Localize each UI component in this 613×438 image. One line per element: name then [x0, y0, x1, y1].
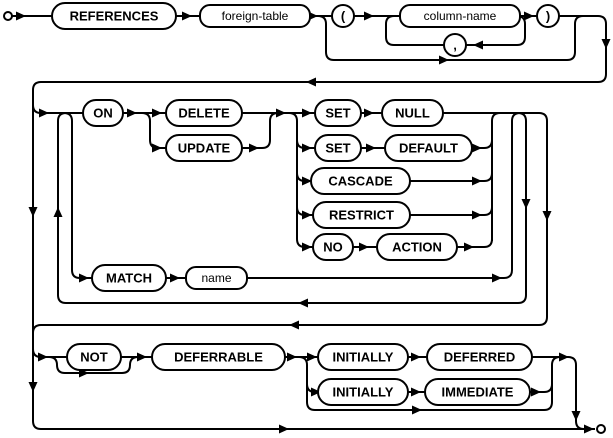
node-column-name: column-name — [399, 4, 521, 28]
keyword-label: DEFERRED — [444, 350, 516, 365]
connector-deferrable-exit — [532, 356, 585, 430]
connector-initially-bypass — [315, 401, 553, 411]
punctuation-label: ( — [341, 9, 346, 24]
node-comma: , — [443, 33, 467, 57]
arrowheads — [16, 11, 611, 434]
nonterminal-label: column-name — [424, 9, 497, 23]
node-restrict: RESTRICT — [312, 201, 411, 229]
keyword-box — [317, 343, 409, 371]
connector-actions-merge — [491, 112, 501, 241]
nonterminal-box — [399, 4, 521, 28]
node-on: ON — [82, 99, 124, 127]
keyword-label: NO — [323, 240, 343, 255]
node-close-paren: ) — [536, 4, 560, 28]
connector-deferrable-merge — [551, 356, 561, 402]
node-set-default-set: SET — [314, 134, 362, 162]
node-references: REFERENCES — [51, 2, 177, 30]
keyword-label: ACTION — [392, 240, 442, 255]
keyword-label: ON — [93, 106, 113, 121]
connector-action-branch — [288, 112, 306, 248]
keyword-box — [314, 99, 362, 127]
punctuation-circle — [443, 33, 467, 57]
keyword-label: SET — [325, 141, 350, 156]
keyword-box — [376, 233, 458, 261]
nonterminal-label: foreign-table — [222, 9, 289, 23]
keyword-box — [312, 233, 354, 261]
keyword-label: IMMEDIATE — [442, 385, 514, 400]
keyword-label: DEFAULT — [399, 141, 458, 156]
connector-main-spine — [12, 15, 607, 430]
connector-repeat-loopback — [57, 112, 527, 304]
nonterminal-box — [185, 266, 248, 290]
keyword-label: NOT — [80, 350, 108, 365]
node-match: MATCH — [91, 264, 167, 292]
keyword-box — [312, 201, 411, 229]
keyword-box — [165, 99, 243, 127]
connector-paren-bypass — [317, 15, 584, 61]
punctuation-circle — [536, 4, 560, 28]
keyword-box — [66, 343, 122, 371]
keyword-label: REFERENCES — [70, 9, 159, 24]
node-delete: DELETE — [165, 99, 243, 127]
node-initially-deferred: INITIALLY — [317, 343, 409, 371]
node-null: NULL — [381, 99, 444, 127]
node-initially-immediate: INITIALLY — [317, 378, 409, 406]
start-terminal-icon — [3, 11, 13, 21]
node-deferrable: DEFERRABLE — [151, 343, 286, 371]
keyword-box — [310, 167, 411, 195]
keyword-box — [381, 99, 444, 127]
keyword-box — [82, 99, 124, 127]
end-terminal-icon — [596, 424, 606, 434]
connector-row — [410, 172, 493, 182]
punctuation-circle — [331, 4, 355, 28]
keyword-label: MATCH — [106, 271, 152, 286]
keyword-label: INITIALLY — [333, 350, 394, 365]
connector-row — [457, 238, 493, 248]
node-set-null-set: SET — [314, 99, 362, 127]
node-default: DEFAULT — [384, 134, 473, 162]
connector-row — [410, 206, 493, 216]
nonterminal-label: name — [201, 271, 231, 285]
connectors — [12, 15, 607, 430]
node-action: ACTION — [376, 233, 458, 261]
keyword-box — [165, 134, 243, 162]
punctuation-label: ) — [546, 9, 550, 24]
keyword-box — [426, 343, 533, 371]
keyword-box — [424, 378, 531, 406]
keyword-label: DELETE — [178, 106, 230, 121]
keyword-label: RESTRICT — [329, 208, 394, 223]
keyword-label: INITIALLY — [333, 385, 394, 400]
keyword-label: NULL — [395, 106, 430, 121]
keyword-box — [91, 264, 167, 292]
node-no: NO — [312, 233, 354, 261]
connector-initially-branch — [298, 356, 316, 411]
keyword-box — [317, 378, 409, 406]
keyword-label: SET — [325, 106, 350, 121]
connector-match-branch — [63, 112, 92, 279]
connector-match-merge — [247, 112, 521, 279]
node-deferred: DEFERRED — [426, 343, 533, 371]
connector-on-row-continue — [32, 112, 548, 334]
node-immediate: IMMEDIATE — [424, 378, 531, 406]
node-not: NOT — [66, 343, 122, 371]
keyword-label: DEFERRABLE — [174, 350, 263, 365]
node-cascade: CASCADE — [310, 167, 411, 195]
node-name: name — [185, 266, 248, 290]
node-open-paren: ( — [331, 4, 355, 28]
keyword-box — [384, 134, 473, 162]
nonterminal-box — [199, 4, 311, 28]
punctuation-label: , — [453, 38, 457, 53]
node-update: UPDATE — [165, 134, 243, 162]
keyword-box — [151, 343, 286, 371]
connector-not-bypass — [48, 356, 139, 374]
node-foreign-table: foreign-table — [199, 4, 311, 28]
keyword-label: CASCADE — [328, 174, 393, 189]
keyword-box — [314, 134, 362, 162]
keyword-box — [51, 2, 177, 30]
keyword-label: UPDATE — [178, 141, 231, 156]
